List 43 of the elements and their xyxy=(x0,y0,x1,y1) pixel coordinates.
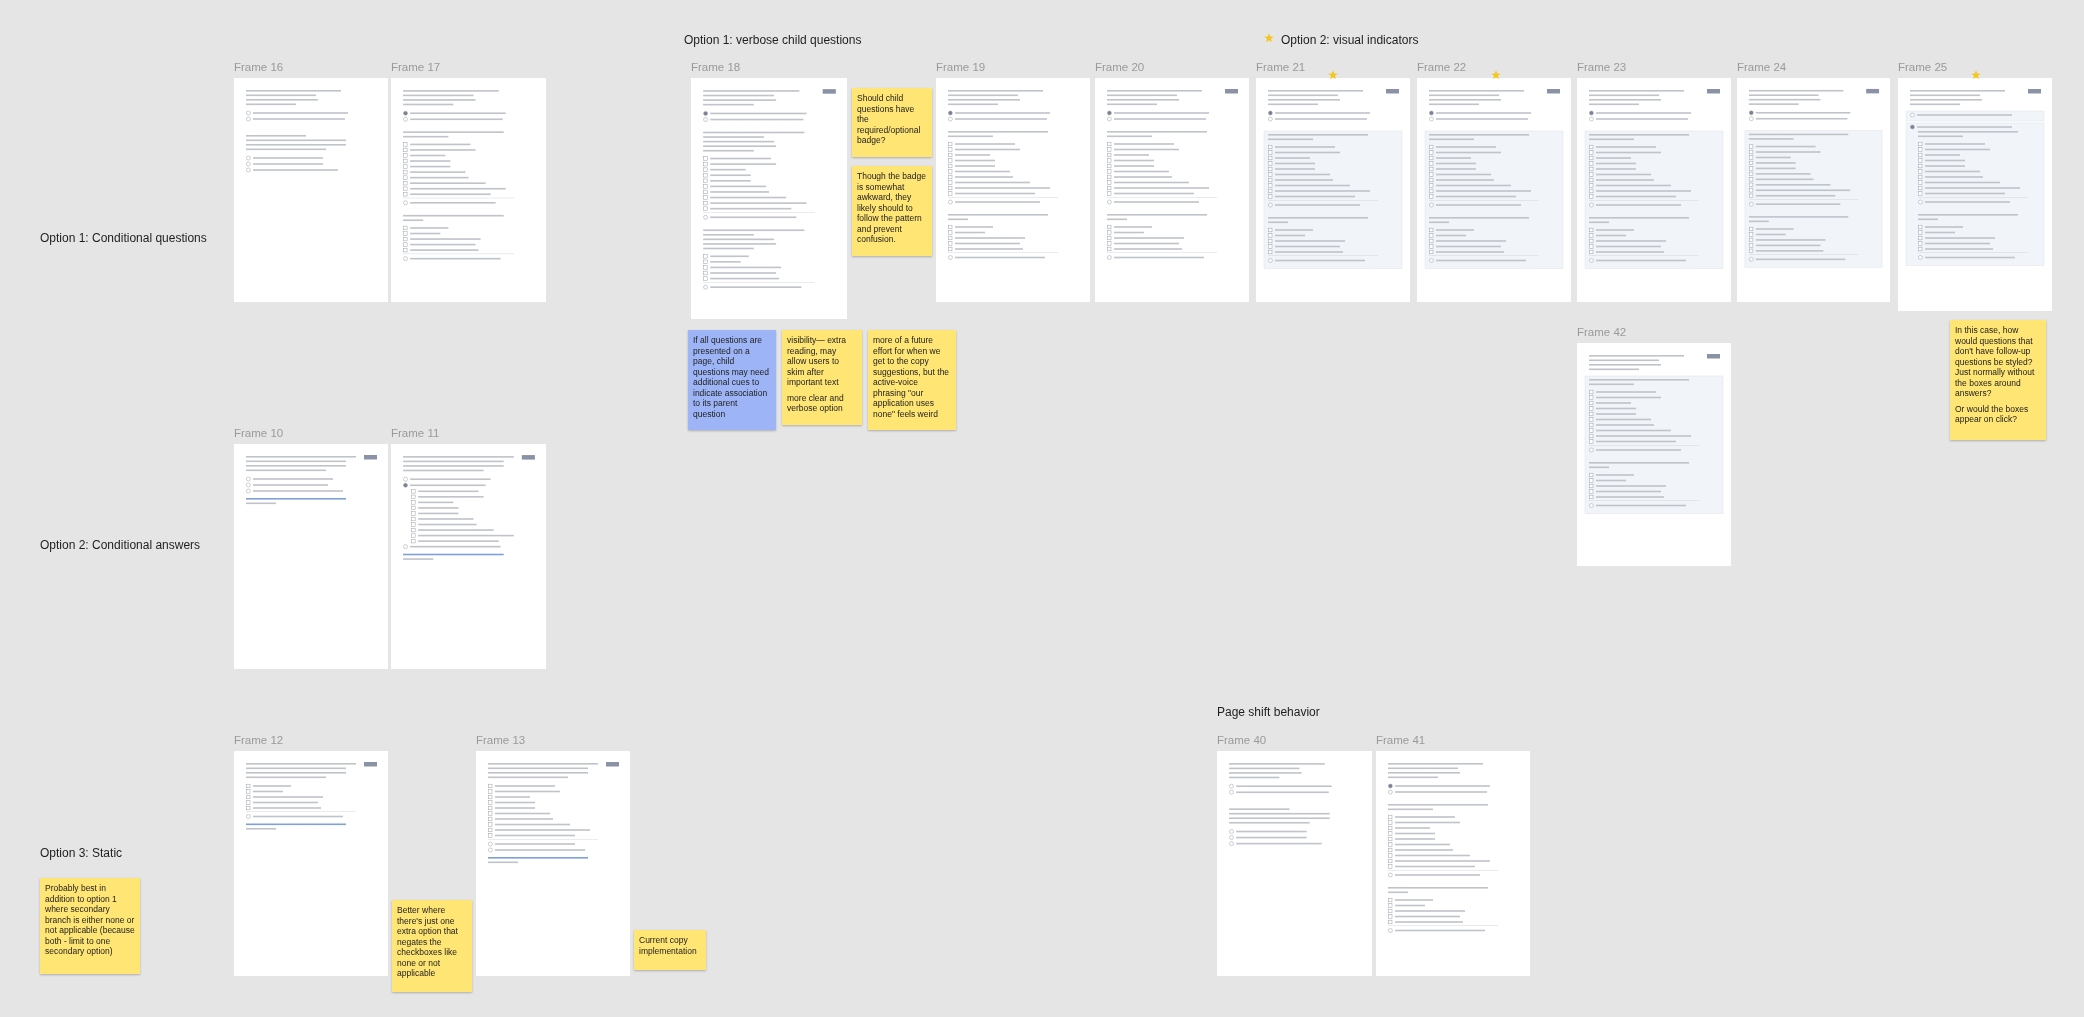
frame-title: Frame 18 xyxy=(691,60,741,74)
sticky-note xyxy=(852,88,932,157)
frame-title: Frame 41 xyxy=(1376,733,1426,747)
frame-title: Frame 24 xyxy=(1737,60,1787,74)
frame-title: Frame 11 xyxy=(391,426,440,440)
note-text: Current copy implementation xyxy=(639,935,698,956)
sticky-note xyxy=(634,930,706,970)
sticky-note xyxy=(392,900,472,992)
note-text: more of a future effort for when we get to the copy suggestions, but the active-voice phrasing "our application uses none" feels weird xyxy=(873,335,951,419)
note-text: Or would the boxes appear on click? xyxy=(1955,403,2030,425)
section-heading: Option 2: visual indicators xyxy=(1281,33,1419,48)
note-text: In this case, how would questions that don't have follow-up questions be styled? Just normally without the boxes around answers? xyxy=(1955,325,2036,399)
sticky-note xyxy=(40,878,140,974)
sticky-note xyxy=(852,166,932,256)
frame-title: Frame 19 xyxy=(936,60,986,74)
note-text: more clear and verbose option xyxy=(787,392,845,414)
section-heading: Option 1: Conditional questions xyxy=(40,231,207,246)
frame-title: Frame 13 xyxy=(476,733,526,747)
frame-title: Frame 20 xyxy=(1095,60,1145,74)
sticky-note xyxy=(782,330,862,425)
section-heading: Page shift behavior xyxy=(1217,705,1320,720)
frame-title: Frame 22 xyxy=(1417,60,1467,74)
frame-title: Frame 16 xyxy=(234,60,284,74)
sticky-note xyxy=(868,330,956,430)
frame-title: Frame 42 xyxy=(1577,325,1627,339)
frame-title: Frame 10 xyxy=(234,426,284,440)
section-heading: Option 1: verbose child questions xyxy=(684,33,862,48)
frame-title: Frame 17 xyxy=(391,60,441,74)
sticky-note xyxy=(688,330,776,430)
section-heading: Option 3: Static xyxy=(40,846,123,861)
frame-title: Frame 23 xyxy=(1577,60,1627,74)
frame-title: Frame 40 xyxy=(1217,733,1267,747)
note-text: Better where there's just one extra option that negates the checkboxes like none or not applicable xyxy=(397,905,459,979)
note-text: Though the badge is somewhat awkward, they likely should to follow the pattern and prevent confusion. xyxy=(857,171,927,245)
sticky-note xyxy=(1950,320,2046,440)
note-text: visibility— extra reading, may allow users to skim after important text xyxy=(787,335,848,388)
note-text: If all questions are presented on a page, child questions may need additional cues to indicate association to its parent question xyxy=(693,335,771,419)
note-text: Probably best in addition to option 1 where secondary branch is either none or not applicable (because both - limit to one secondary option) xyxy=(45,883,135,957)
frame-title: Frame 12 xyxy=(234,733,284,747)
section-heading: Option 2: Conditional answers xyxy=(40,538,201,553)
frame-title: Frame 25 xyxy=(1898,60,1948,74)
note-text: Should child questions have the required/optional badge? xyxy=(857,93,922,146)
frame-title: Frame 21 xyxy=(1256,60,1306,74)
